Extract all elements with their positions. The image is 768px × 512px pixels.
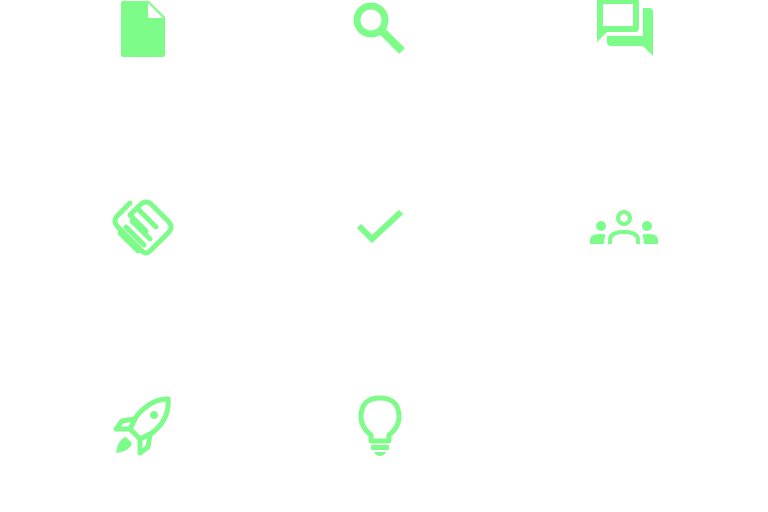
- lightbulb-icon: [340, 386, 420, 466]
- groups-icon: [584, 188, 664, 268]
- forum-icon: [584, 0, 664, 69]
- handshake-icon: [103, 187, 183, 267]
- check-icon: [340, 187, 420, 267]
- search-icon: [340, 0, 420, 69]
- rocket-icon: [103, 386, 183, 466]
- document-icon: [103, 0, 183, 69]
